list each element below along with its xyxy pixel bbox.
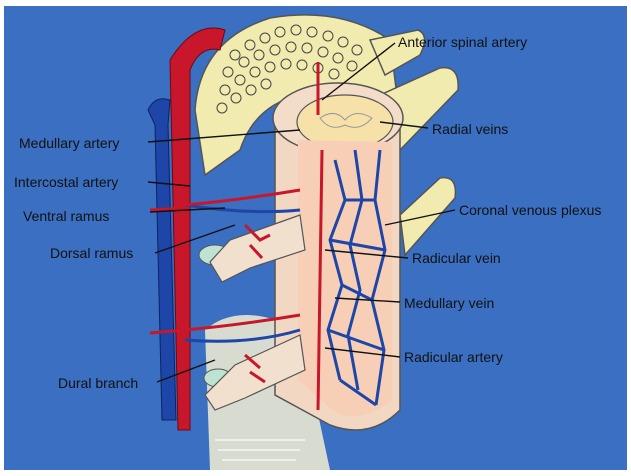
label-dorsal-ramus: Dorsal ramus [50,245,133,261]
label-medullary-vein: Medullary vein [404,295,494,311]
label-coronal-venous-plexus: Coronal venous plexus [459,202,601,218]
label-radial-veins: Radial veins [432,121,508,137]
label-intercostal-artery: Intercostal artery [14,174,118,190]
label-radicular-vein: Radicular vein [412,250,501,266]
label-dural-branch: Dural branch [58,375,138,391]
label-radicular-artery: Radicular artery [404,349,503,365]
label-medullary-artery: Medullary artery [19,135,119,151]
label-ventral-ramus: Ventral ramus [23,208,109,224]
label-anterior-spinal-artery: Anterior spinal artery [398,34,527,50]
